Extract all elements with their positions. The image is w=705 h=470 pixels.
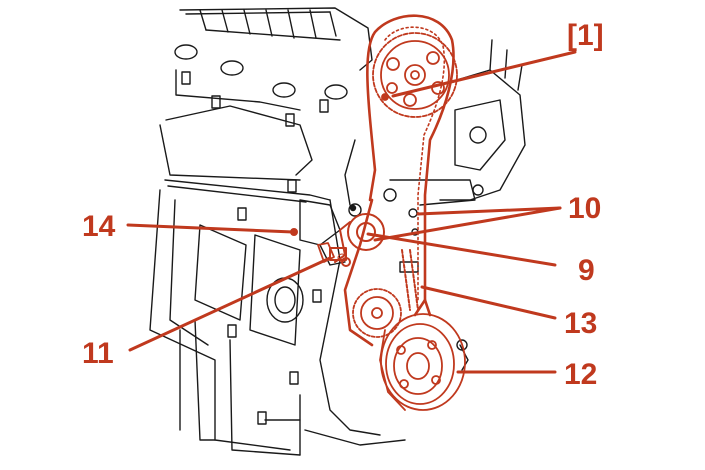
timing-system bbox=[290, 14, 466, 411]
leader-lines bbox=[126, 50, 577, 374]
tensioner-roller bbox=[329, 213, 385, 267]
callout-11: 11 bbox=[82, 337, 114, 370]
timing-belt bbox=[366, 14, 455, 317]
callout-13: 13 bbox=[564, 307, 597, 340]
leader-1 bbox=[391, 50, 577, 98]
crankshaft-sprocket bbox=[352, 288, 402, 338]
callout-9: 9 bbox=[578, 254, 595, 287]
callout-10: 10 bbox=[568, 192, 601, 225]
callout-1: [1] bbox=[567, 19, 604, 52]
engine-block bbox=[149, 7, 526, 456]
leader-14 bbox=[126, 223, 295, 234]
leader-13 bbox=[420, 285, 557, 320]
leader-10-lower bbox=[373, 206, 562, 242]
callout-14: 14 bbox=[82, 210, 116, 243]
leader-9 bbox=[366, 232, 557, 267]
callout-12: 12 bbox=[564, 358, 597, 391]
crankshaft-pulley bbox=[379, 313, 466, 411]
callouts: [1] 10 9 13 12 14 11 bbox=[82, 19, 604, 391]
leader-11 bbox=[128, 256, 332, 352]
leader-10-upper bbox=[416, 206, 562, 216]
camshaft-sprocket bbox=[372, 32, 458, 118]
